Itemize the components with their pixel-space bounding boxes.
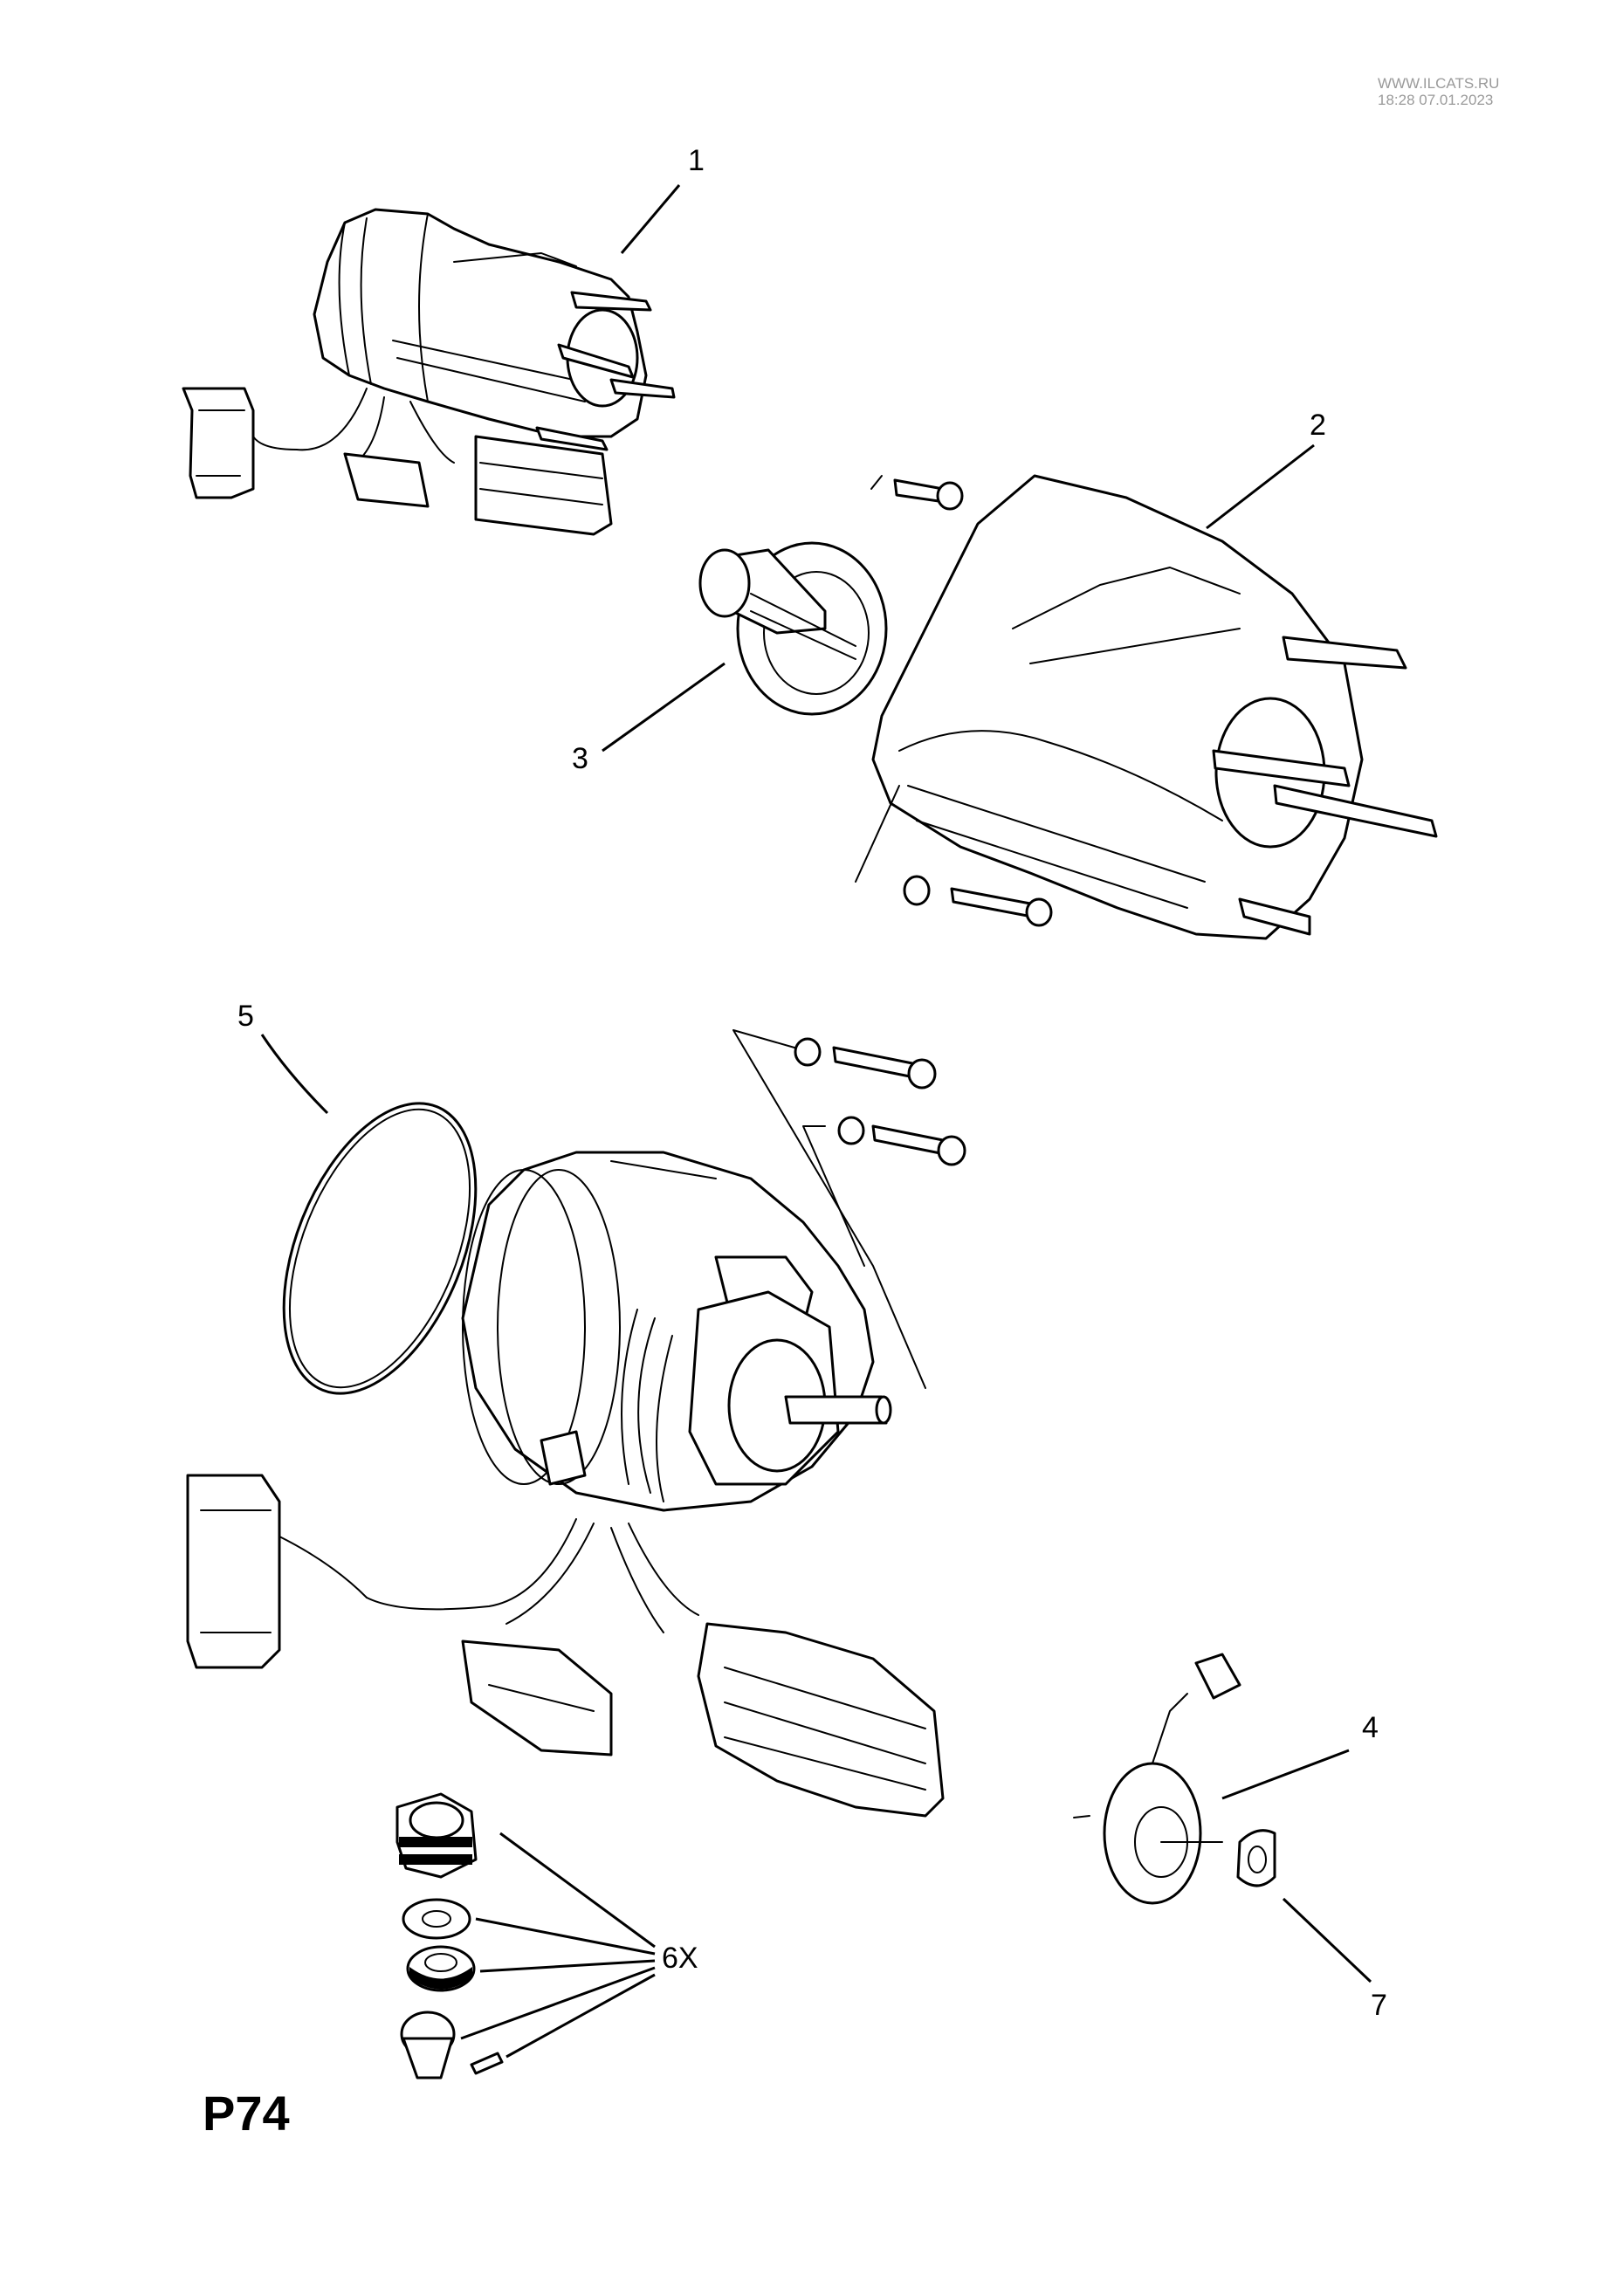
callout-3-label: 3 (572, 742, 588, 775)
housing-right-connector[interactable] (697, 1622, 945, 1818)
housing-screw-lower[interactable] (837, 1116, 966, 1166)
housing-left-connector[interactable] (186, 1474, 368, 1669)
callout-2-label: 2 (1310, 409, 1326, 442)
callout-2: 2 (1206, 409, 1326, 530)
housing-middle-connector[interactable] (461, 1640, 613, 1756)
callout-4-label: 4 (1362, 1711, 1379, 1744)
part-6-kit-pin[interactable] (470, 2052, 504, 2075)
part-2-screw-bottom[interactable] (903, 875, 1053, 927)
callout-5: 5 (237, 1000, 329, 1115)
callout-7: 7 (1282, 1897, 1387, 2022)
housing-screw-guides (732, 1029, 926, 1389)
callout-3: 3 (572, 662, 726, 775)
part-6-kit-bushing[interactable] (395, 1792, 478, 1879)
part-6-kit-washer[interactable] (402, 1898, 471, 1940)
callout-1: 1 (620, 144, 705, 254)
callout-4: 4 (1221, 1711, 1379, 1800)
callout-6-label: 6X (662, 1942, 698, 1975)
part-1-distributor-assembly[interactable] (182, 208, 676, 536)
part-2-distributor-cap[interactable] (855, 474, 1438, 940)
callout-6: 6X (460, 1832, 698, 2059)
callout-5-label: 5 (237, 1000, 254, 1033)
part-6-kit-cap[interactable] (400, 2011, 456, 2079)
callout-1-label: 1 (688, 144, 705, 177)
part-3-rotor[interactable] (698, 541, 888, 716)
part-4-pickup-coil[interactable] (1073, 1653, 1241, 1905)
part-2-screw-top[interactable] (870, 475, 964, 511)
distributor-housing[interactable] (366, 1151, 892, 1633)
housing-screw-upper[interactable] (794, 1037, 937, 1090)
watermark-timestamp: 18:28 07.01.2023 (1378, 92, 1494, 108)
watermark-site: WWW.ILCATS.RU (1378, 75, 1500, 92)
part-5-o-ring[interactable] (245, 1076, 513, 1421)
part-6-kit-spring[interactable] (406, 1945, 476, 1992)
callout-7-label: 7 (1371, 1989, 1387, 2022)
part-7-retaining-clip[interactable] (1236, 1829, 1276, 1887)
watermark: WWW.ILCATS.RU 18:28 07.01.2023 (1378, 75, 1517, 108)
page-code: P74 (203, 2086, 290, 2141)
